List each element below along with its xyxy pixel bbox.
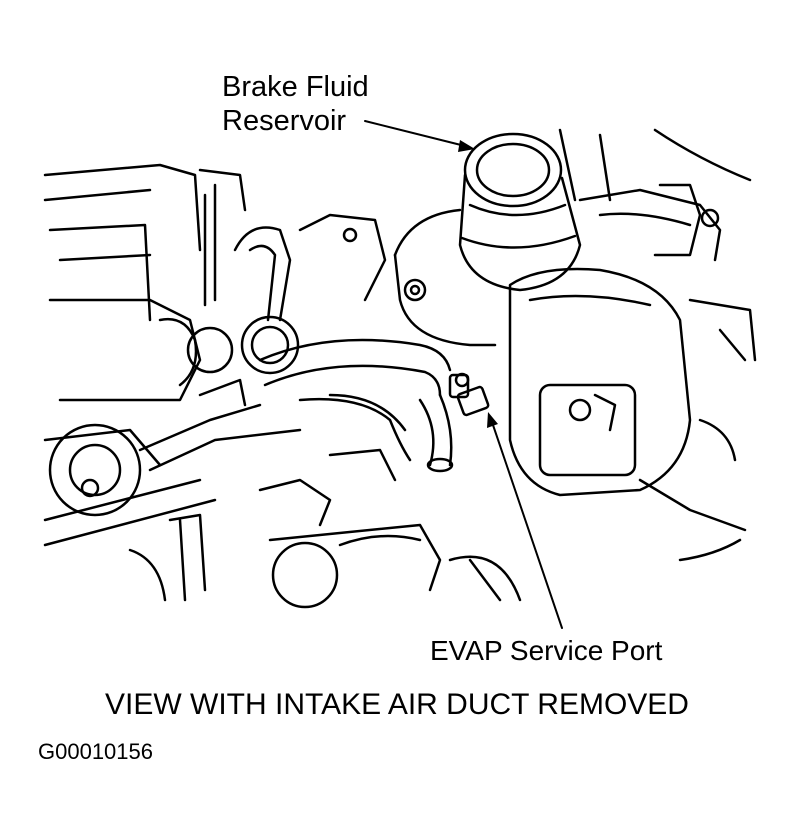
vacuum-hoses	[233, 226, 454, 473]
figure-caption: VIEW WITH INTAKE AIR DUCT REMOVED	[105, 688, 689, 721]
leader-evap-port	[487, 412, 563, 629]
air-pump-body	[258, 448, 522, 609]
figure-id: G00010156	[38, 739, 153, 764]
fender-edge	[558, 128, 752, 562]
throttle-linkage	[43, 378, 302, 602]
evap-service-port	[448, 372, 490, 417]
brake-fluid-label-line1: Brake Fluid	[222, 71, 369, 103]
evap-service-port-label: EVAP Service Port	[430, 635, 663, 666]
brake-fluid-label-line2: Reservoir	[222, 105, 347, 137]
brake-fluid-reservoir	[458, 132, 582, 292]
master-cylinder	[393, 183, 722, 347]
engine-left-components	[43, 163, 387, 402]
abs-actuator	[508, 267, 757, 532]
leader-brake-fluid	[364, 120, 475, 152]
